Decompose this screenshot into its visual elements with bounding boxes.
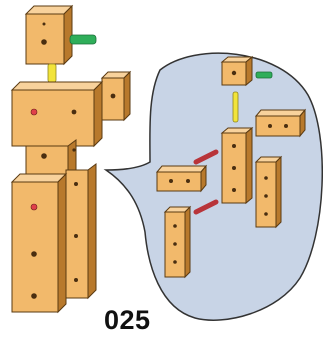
main-left-leg [12, 174, 66, 312]
callout-leg-block-left [165, 207, 190, 277]
main-right-leg [66, 164, 96, 298]
main-shoulder-block [12, 82, 102, 146]
main-head-block [26, 6, 72, 64]
callout-leg-block-right [256, 157, 281, 227]
callout-torso-block [222, 128, 252, 203]
callout-head-block [222, 57, 252, 85]
callout-yellow-peg [233, 92, 238, 122]
callout-shoulder-block [256, 110, 305, 136]
step-number: 025 [104, 304, 151, 336]
main-right-arm [102, 72, 130, 120]
callout-arm-block-left [157, 166, 206, 191]
main-green-peg [70, 35, 96, 44]
callout-bubble [106, 53, 322, 320]
main-yellow-peg [48, 64, 56, 82]
callout-green-peg [256, 72, 272, 78]
